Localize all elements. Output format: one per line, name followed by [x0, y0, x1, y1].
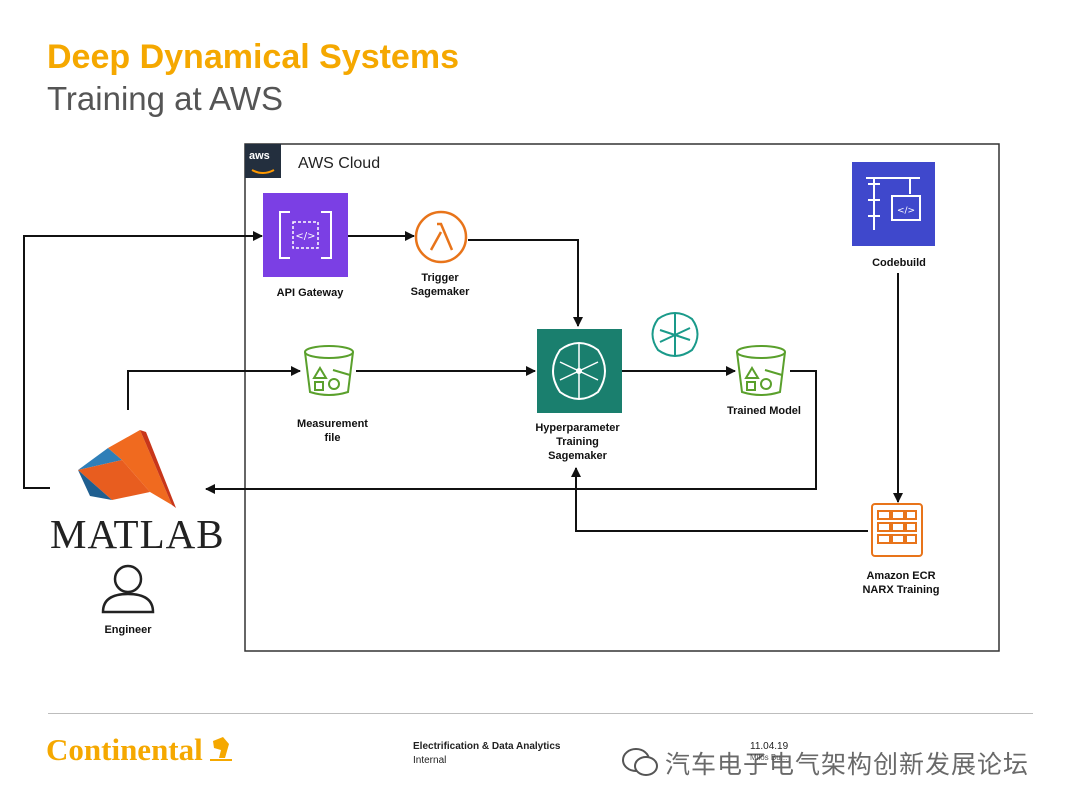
s3-bucket-icon-trained: [736, 345, 786, 396]
engineer-label: Engineer: [104, 624, 152, 636]
aws-logo-icon: [245, 144, 281, 178]
api-gateway-icon: </>: [263, 193, 348, 277]
aws-badge: aws: [249, 150, 270, 162]
aws-cloud-boundary: [244, 143, 1000, 652]
continental-logo: Continental: [46, 732, 203, 767]
footer-divider: [48, 713, 1033, 714]
trigger-label: Trigger Sagemaker: [410, 272, 470, 298]
lambda-icon: [414, 210, 468, 264]
sagemaker-icon: [537, 329, 622, 413]
footer-author: Milos Bu...: [750, 753, 788, 762]
trained-model-label: Trained Model: [727, 405, 801, 417]
continental-horse-icon: [210, 737, 232, 761]
page-title: Deep Dynamical Systems: [47, 38, 459, 76]
measurement-label: Measurement file: [297, 418, 368, 444]
page-subtitle: Training at AWS: [47, 80, 283, 117]
matlab-wordmark: MATLAB: [50, 511, 225, 557]
watermark-text: 汽车电子电气架构创新发展论坛: [665, 751, 1030, 779]
ecr-label: Amazon ECR NARX Training: [862, 570, 940, 596]
codebuild-icon: </>: [852, 162, 935, 246]
api-gateway-label: API Gateway: [276, 287, 344, 299]
svg-text:</>: </>: [295, 231, 315, 242]
codebuild-label: Codebuild: [872, 257, 926, 269]
footer-date: 11.04.19: [750, 741, 789, 752]
matlab-logo: [78, 430, 176, 508]
cloud-label: AWS Cloud: [298, 155, 381, 172]
svg-text:</>: </>: [897, 206, 915, 216]
user-icon: [101, 564, 155, 614]
hyperparameter-label: Hyperparameter Training Sagemaker: [535, 422, 620, 462]
brain-icon: [651, 312, 699, 357]
ecr-icon: [871, 503, 923, 557]
footer-classification: Internal: [413, 755, 447, 766]
wechat-icon: [622, 748, 658, 776]
s3-bucket-icon-measurement: [304, 345, 354, 396]
connector-arrows: [23, 231, 903, 532]
footer-department: Electrification & Data Analytics: [413, 741, 561, 752]
